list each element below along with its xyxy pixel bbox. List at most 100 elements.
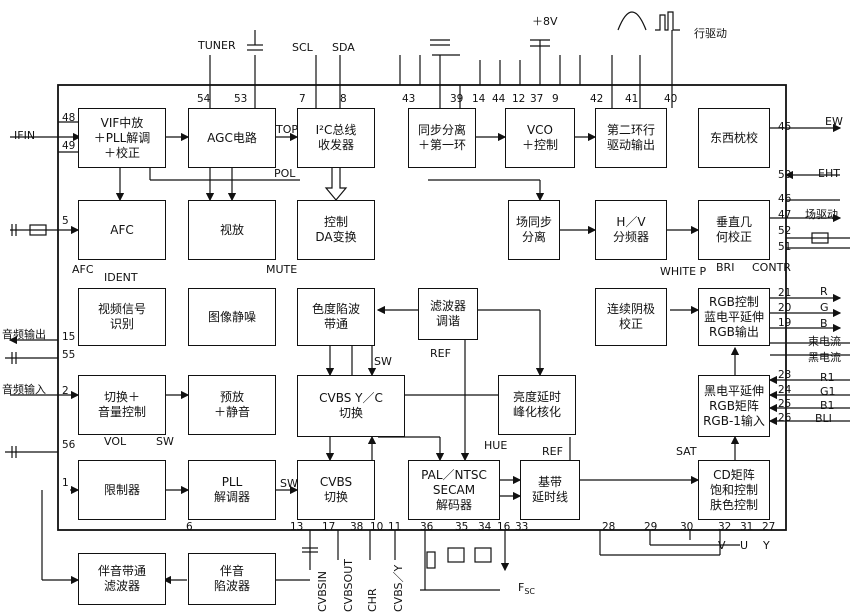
pin-35: 35	[455, 521, 469, 533]
pin-8: 8	[340, 93, 347, 105]
pin-52: 52	[778, 225, 792, 237]
label-ew: EW	[825, 115, 843, 128]
cont-cathode-block: 连续阴极 校正	[595, 288, 667, 346]
label-sda: SDA	[332, 41, 355, 54]
label-fsc-sub: SC	[524, 587, 535, 597]
filter-tune-block: 滤波器 调谐	[418, 288, 478, 340]
pin-30: 30	[680, 521, 694, 533]
pin-51: 51	[778, 241, 792, 253]
label-scl: SCL	[292, 41, 313, 54]
pin-7: 7	[299, 93, 306, 105]
rgb-control-block: RGB控制 蓝电平延伸 RGB输出	[698, 288, 770, 346]
i2c-block: I²C总线 收发器	[297, 108, 375, 168]
pin-47: 47	[778, 209, 792, 221]
pin-13: 13	[290, 521, 304, 533]
pin-43: 43	[402, 93, 416, 105]
baseband-delay-block: 基带 延时线	[520, 460, 580, 520]
label-fsc: FSC	[518, 582, 535, 598]
pin-36: 36	[420, 521, 434, 533]
label-ref-1: REF	[430, 347, 451, 360]
pin-48: 48	[62, 112, 76, 124]
second-loop-block: 第二环行 驱动输出	[595, 108, 667, 168]
label-audio-in: 音频输入	[2, 383, 46, 396]
label-white-p: WHITE P	[660, 265, 707, 278]
sound-trap-block: 伴音 陷波器	[188, 553, 276, 605]
black-extension-block: 黑电平延伸 RGB矩阵 RGB-1输入	[698, 375, 770, 437]
sound-bandpass-block: 伴音带通 滤波器	[78, 553, 166, 605]
pin-29: 29	[644, 521, 658, 533]
pll-demod-block: PLL 解调器	[188, 460, 276, 520]
field-sync-block: 场同步 分离	[508, 200, 560, 260]
pin-44: 44	[492, 93, 506, 105]
pin-21: 21	[778, 287, 792, 299]
label-h-drive: 行驱动	[694, 27, 727, 40]
vco-block: VCO ＋控制	[505, 108, 575, 168]
label-g: G	[820, 301, 829, 314]
pin-42: 42	[590, 93, 604, 105]
label-sw-3: SW	[280, 477, 298, 490]
label-ref-2: REF	[542, 445, 563, 458]
label-hue: HUE	[484, 439, 508, 452]
hv-divider-block: H／V 分频器	[595, 200, 667, 260]
pal-decoder-block: PAL／NTSC SECAM 解码器	[408, 460, 500, 520]
label-ifin: IFIN	[14, 129, 36, 142]
pin-17: 17	[322, 521, 336, 533]
pin-15: 15	[62, 331, 76, 343]
label-g1: G1	[820, 385, 836, 398]
label-b: B	[820, 317, 828, 330]
label-contr: CONTR	[752, 261, 791, 274]
label-bri: BRI	[716, 261, 735, 274]
pin-49: 49	[62, 140, 76, 152]
luma-delay-block: 亮度延时 峰化核化	[498, 375, 576, 435]
pin-41: 41	[625, 93, 639, 105]
label-sat: SAT	[676, 445, 697, 458]
pin-23: 23	[778, 369, 792, 381]
chroma-trap-block: 色度陷波 带通	[297, 288, 375, 346]
label-mute: MUTE	[266, 263, 298, 276]
label-cvbsout: CVBSOUT	[342, 559, 355, 612]
label-bli: BLI	[815, 412, 832, 425]
label-sw-2: SW	[156, 435, 174, 448]
limiter-block: 限制器	[78, 460, 166, 520]
pin-34: 34	[478, 521, 492, 533]
video-ident-block: 视频信号 识别	[78, 288, 166, 346]
pin-24: 24	[778, 384, 792, 396]
ew-block: 东西枕校	[698, 108, 770, 168]
pin-40: 40	[664, 93, 678, 105]
afc-block: AFC	[78, 200, 166, 260]
pin-19: 19	[778, 317, 792, 329]
preamp-mute-block: 预放 ＋静音	[188, 375, 276, 435]
pin-28: 28	[602, 521, 616, 533]
label-b1: B1	[820, 399, 835, 412]
agc-block: AGC电路	[188, 108, 276, 168]
pin-50: 50	[778, 169, 792, 181]
label-afc-out: AFC	[72, 263, 94, 276]
pin-16: 16	[497, 521, 511, 533]
pin-27: 27	[762, 521, 776, 533]
label-eht: EHT	[818, 167, 840, 180]
label-r: R	[820, 285, 828, 298]
label-r1: R1	[820, 371, 835, 384]
label-fsc-main: F	[518, 581, 525, 594]
label-8v: ＋8V	[532, 15, 558, 28]
video-amp-block: 视放	[188, 200, 276, 260]
sync-block: 同步分离 ＋第一环	[408, 108, 476, 168]
label-v-drive: 场驱动	[805, 208, 838, 221]
pin-2: 2	[62, 385, 69, 397]
pin-32: 32	[718, 521, 732, 533]
pin-9: 9	[552, 93, 559, 105]
label-black-current: 黑电流	[808, 351, 841, 364]
pin-33: 33	[515, 521, 529, 533]
label-pol: POL	[274, 167, 296, 180]
pin-5: 5	[62, 215, 69, 227]
label-tuner: TUNER	[198, 39, 236, 52]
label-vol: VOL	[104, 435, 127, 448]
pin-39: 39	[450, 93, 464, 105]
label-top: TOP	[276, 123, 299, 136]
pin-53: 53	[234, 93, 248, 105]
pin-31: 31	[740, 521, 754, 533]
label-beam-current: 束电流	[808, 335, 841, 348]
label-audio-out: 音频输出	[2, 328, 46, 341]
